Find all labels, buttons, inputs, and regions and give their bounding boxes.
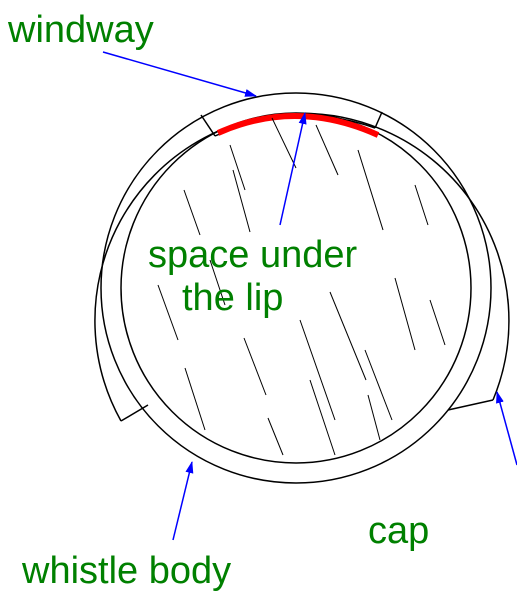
wood-grain-hatching	[157, 117, 446, 456]
cap-left-end	[120, 404, 149, 422]
windway-label: windway	[7, 9, 154, 51]
whistle-body-arrow	[172, 461, 194, 541]
windway-left-wall	[200, 114, 216, 137]
windway-arrow	[102, 51, 257, 97]
windway-right-wall	[374, 111, 383, 129]
space-under-lip-label-line2: the lip	[182, 277, 283, 319]
whistle-body-inner	[120, 112, 472, 464]
cap-label: cap	[368, 510, 429, 552]
whistle-body-outer	[100, 92, 492, 484]
space-under-lip-highlight	[216, 113, 380, 138]
whistle-body-label: whistle body	[21, 550, 231, 591]
space-under-lip-label-line1: space under	[148, 234, 357, 276]
cap-arrow	[496, 391, 517, 466]
space-under-lip-arrow	[279, 112, 307, 226]
cap-right-end	[447, 399, 494, 411]
